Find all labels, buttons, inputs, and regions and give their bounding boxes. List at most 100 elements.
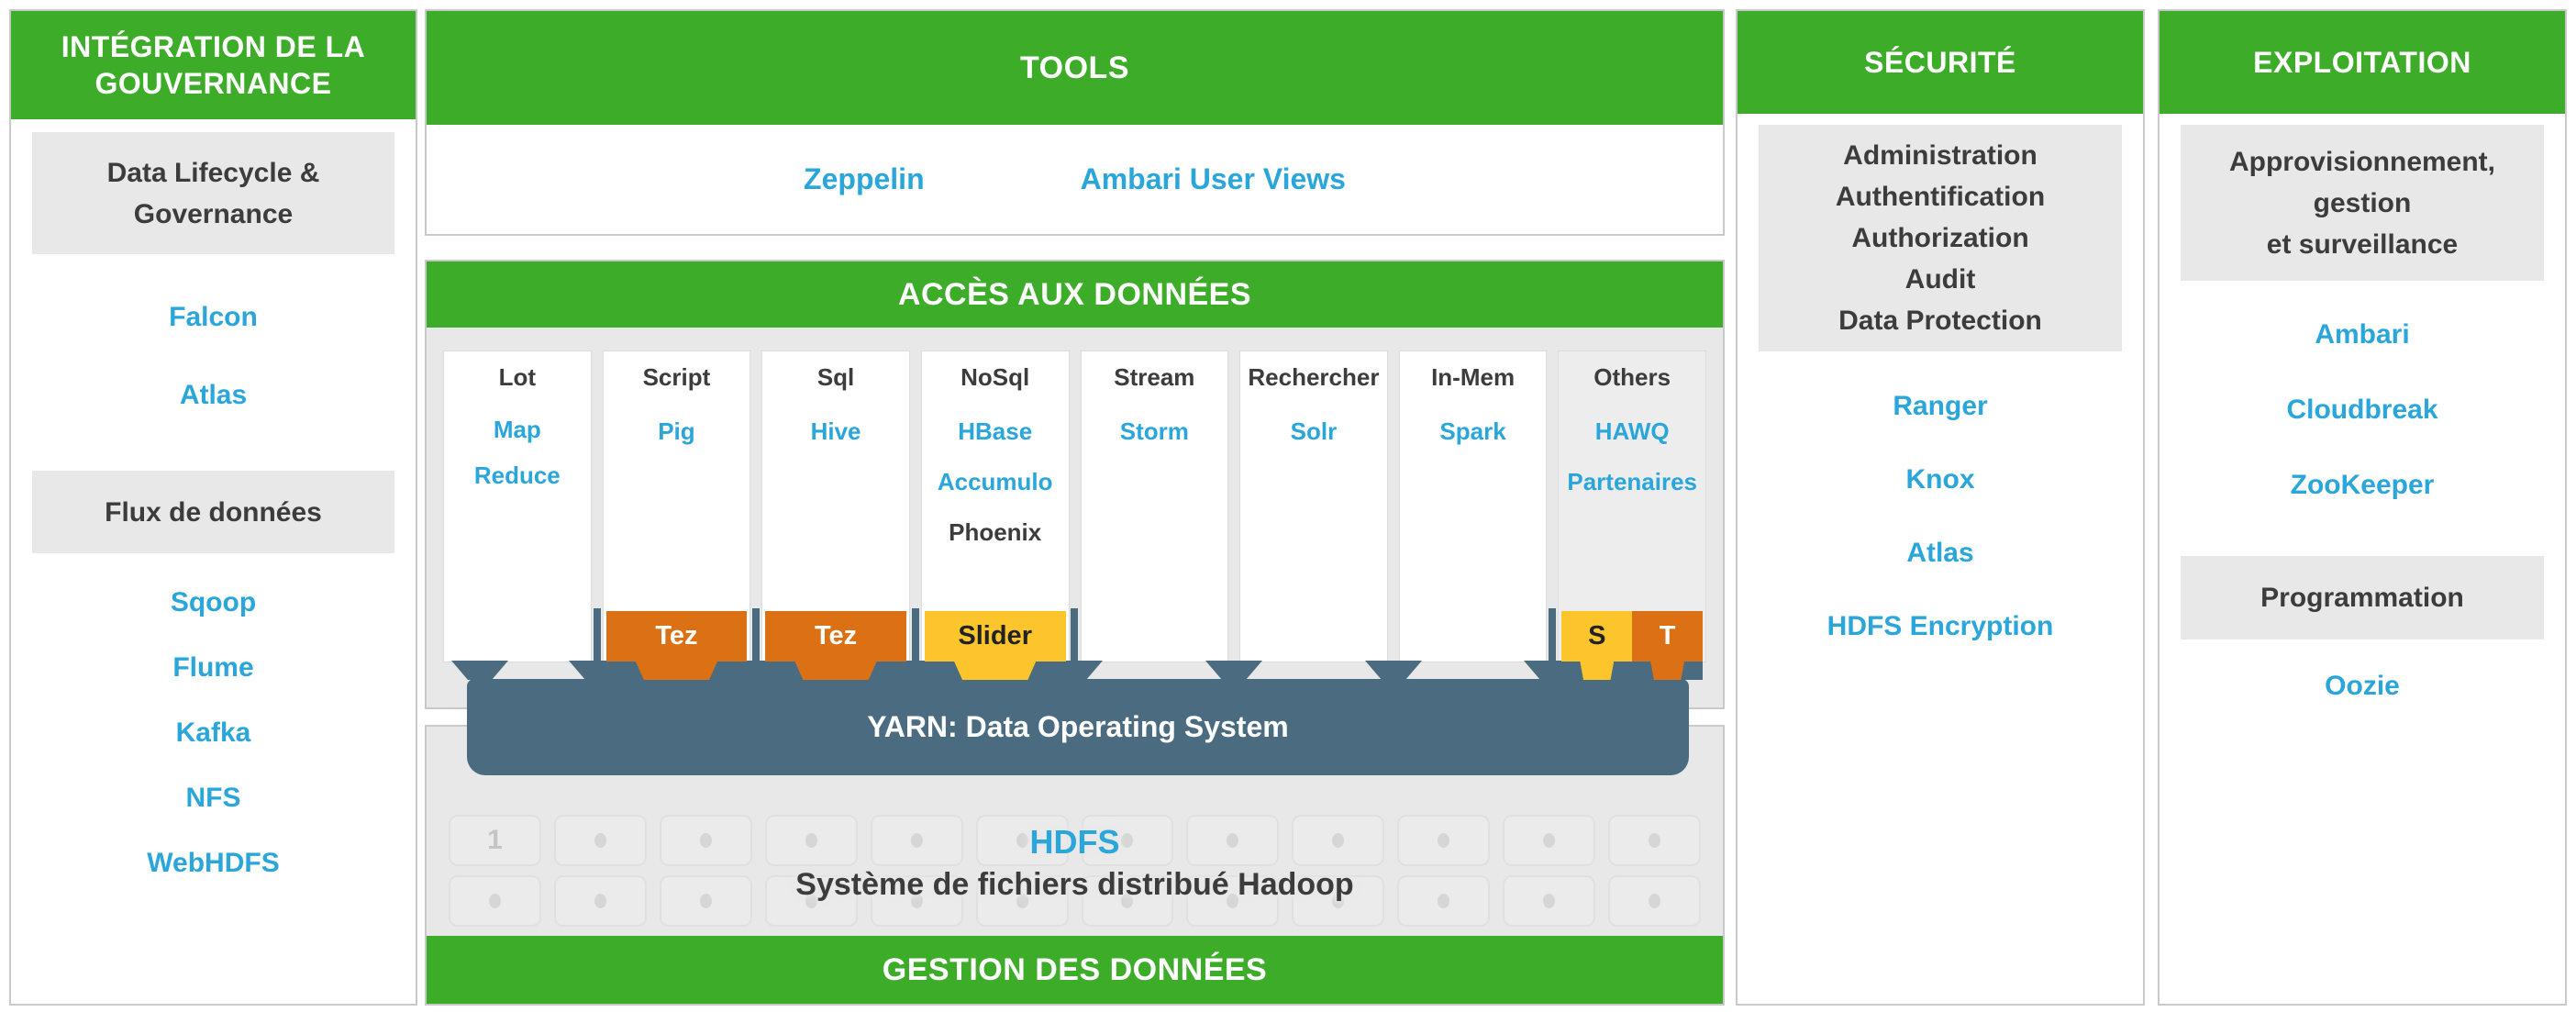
link-webhdfs[interactable]: WebHDFS <box>147 848 280 878</box>
link-zookeeper[interactable]: ZooKeeper <box>2290 470 2435 500</box>
panel-security: SÉCURITÉ Administration Authentification… <box>1736 9 2145 1006</box>
hdfs-node <box>659 815 752 866</box>
column-header-rechercher: Rechercher <box>1248 363 1380 391</box>
access-column-nosql: NoSql HBase Accumulo Phoenix Slider <box>920 350 1070 662</box>
link-spark[interactable]: Spark <box>1439 417 1506 445</box>
access-column-others: Others HAWQ Partenaires S T <box>1558 350 1706 662</box>
link-solr[interactable]: Solr <box>1290 417 1338 445</box>
access-column-in-mem: In-Mem Spark <box>1398 350 1548 662</box>
hdfs-node <box>1397 815 1491 866</box>
access-column-script: Script Pig Tez <box>602 350 751 662</box>
node-dot-icon <box>1543 833 1556 848</box>
link-hawq[interactable]: HAWQ <box>1594 417 1670 445</box>
panel-data-access: ACCÈS AUX DONNÉES Lot Map Reduce Script … <box>425 260 1725 709</box>
box-approvisionnement: Approvisionnement, gestion et surveillan… <box>2181 125 2544 281</box>
link-map-reduce[interactable]: Map Reduce <box>473 416 561 489</box>
link-nfs[interactable]: NFS <box>185 783 241 813</box>
tez-chip: Tez <box>605 611 748 662</box>
panel-exploitation-title: EXPLOITATION <box>2160 11 2565 114</box>
node-dot-icon <box>1121 833 1134 848</box>
node-dot-icon <box>1438 894 1450 908</box>
panel-governance: INTÉGRATION DE LA GOUVERNANCE Data Lifec… <box>9 9 417 1006</box>
panel-governance-title: INTÉGRATION DE LA GOUVERNANCE <box>11 11 416 119</box>
hdfs-node: 1 <box>449 815 541 866</box>
yarn-prong <box>752 608 760 662</box>
hdfs-subtitle: Système de fichiers distribué Hadoop <box>795 867 1354 902</box>
node-dot-icon <box>1121 894 1134 908</box>
hdfs-node <box>870 815 963 866</box>
column-header-stream: Stream <box>1114 363 1195 391</box>
link-flume[interactable]: Flume <box>172 652 254 683</box>
box-flux-de-donnees: Flux de données <box>32 471 394 553</box>
hdfs-node <box>1081 815 1174 866</box>
chip-label: S <box>1588 621 1606 651</box>
s-chip: S <box>1561 611 1633 662</box>
link-knox[interactable]: Knox <box>1905 464 1975 495</box>
hdfs-node <box>1608 875 1702 927</box>
link-cloudbreak[interactable]: Cloudbreak <box>2286 395 2438 425</box>
hdfs-node <box>1503 815 1596 866</box>
link-accumulo[interactable]: Accumulo <box>937 468 1053 495</box>
link-sqoop[interactable]: Sqoop <box>170 587 257 617</box>
node-dot-icon <box>1438 833 1450 848</box>
yarn-tooth <box>887 661 944 680</box>
link-pig[interactable]: Pig <box>658 417 695 445</box>
hdfs-node <box>659 875 752 927</box>
link-ambari[interactable]: Ambari <box>2315 319 2410 350</box>
link-ambari-user-views[interactable]: Ambari User Views <box>1080 161 1346 195</box>
panel-security-title: SÉCURITÉ <box>1738 11 2143 114</box>
yarn-tooth <box>1205 661 1262 680</box>
node-dot-icon <box>594 894 606 908</box>
access-column-stream: Stream Storm <box>1080 350 1229 662</box>
yarn-tooth <box>1524 661 1581 680</box>
yarn-tooth <box>727 661 784 680</box>
yarn-prong <box>912 608 919 662</box>
link-kafka[interactable]: Kafka <box>175 717 251 748</box>
access-column-sql: Sql Hive Tez <box>761 350 910 662</box>
node-dot-icon <box>594 833 606 848</box>
access-column-lot: Lot Map Reduce <box>443 350 592 662</box>
hdfs-node-row <box>449 875 1702 927</box>
yarn-tooth <box>451 661 508 680</box>
node-dot-icon <box>1332 833 1345 848</box>
chip-label: Tez <box>655 621 698 651</box>
hdfs-node <box>1397 875 1491 927</box>
link-atlas-security[interactable]: Atlas <box>1906 538 1974 568</box>
column-header-script: Script <box>642 363 711 391</box>
access-column-rechercher: Rechercher Solr <box>1239 350 1388 662</box>
hdfs-node-row: 1 <box>449 815 1702 866</box>
link-storm[interactable]: Storm <box>1119 417 1189 445</box>
link-oozie[interactable]: Oozie <box>2325 671 2400 701</box>
hdfs-label-block: HDFS Système de fichiers distribué Hadoo… <box>427 822 1723 906</box>
node-dot-icon <box>1227 894 1239 908</box>
link-zeppelin[interactable]: Zeppelin <box>804 161 925 195</box>
link-falcon[interactable]: Falcon <box>169 302 258 332</box>
node-dot-icon <box>488 894 501 908</box>
link-hbase[interactable]: HBase <box>958 417 1033 445</box>
chip-label: Slider <box>958 621 1032 651</box>
link-partenaires[interactable]: Partenaires <box>1567 468 1698 495</box>
link-hdfs-encryption[interactable]: HDFS Encryption <box>1827 611 2054 641</box>
yarn-bar: YARN: Data Operating System <box>467 679 1689 775</box>
link-hdfs[interactable]: HDFS <box>1029 823 1120 861</box>
node-dot-icon <box>699 833 712 848</box>
yarn-prong <box>594 608 601 662</box>
panel-exploitation: EXPLOITATION Approvisionnement, gestion … <box>2158 9 2567 1006</box>
column-header-others: Others <box>1593 363 1671 391</box>
yarn-tooth <box>1365 661 1422 680</box>
hdfs-node-grid: 1 <box>449 815 1702 927</box>
hdfs-node <box>764 875 858 927</box>
link-atlas[interactable]: Atlas <box>179 380 248 410</box>
node-dot-icon <box>1543 894 1556 908</box>
node-dot-icon <box>910 894 923 908</box>
hdfs-node <box>1503 875 1596 927</box>
node-dot-icon <box>1016 894 1028 908</box>
link-hive[interactable]: Hive <box>810 417 861 445</box>
box-programmation: Programmation <box>2181 556 2544 639</box>
chip-label: T <box>1659 621 1676 651</box>
link-ranger[interactable]: Ranger <box>1893 391 1988 421</box>
node-dot-icon <box>805 894 817 908</box>
hdfs-node <box>1292 815 1385 866</box>
label-phoenix: Phoenix <box>949 518 1042 546</box>
hdfs-node <box>975 875 1069 927</box>
